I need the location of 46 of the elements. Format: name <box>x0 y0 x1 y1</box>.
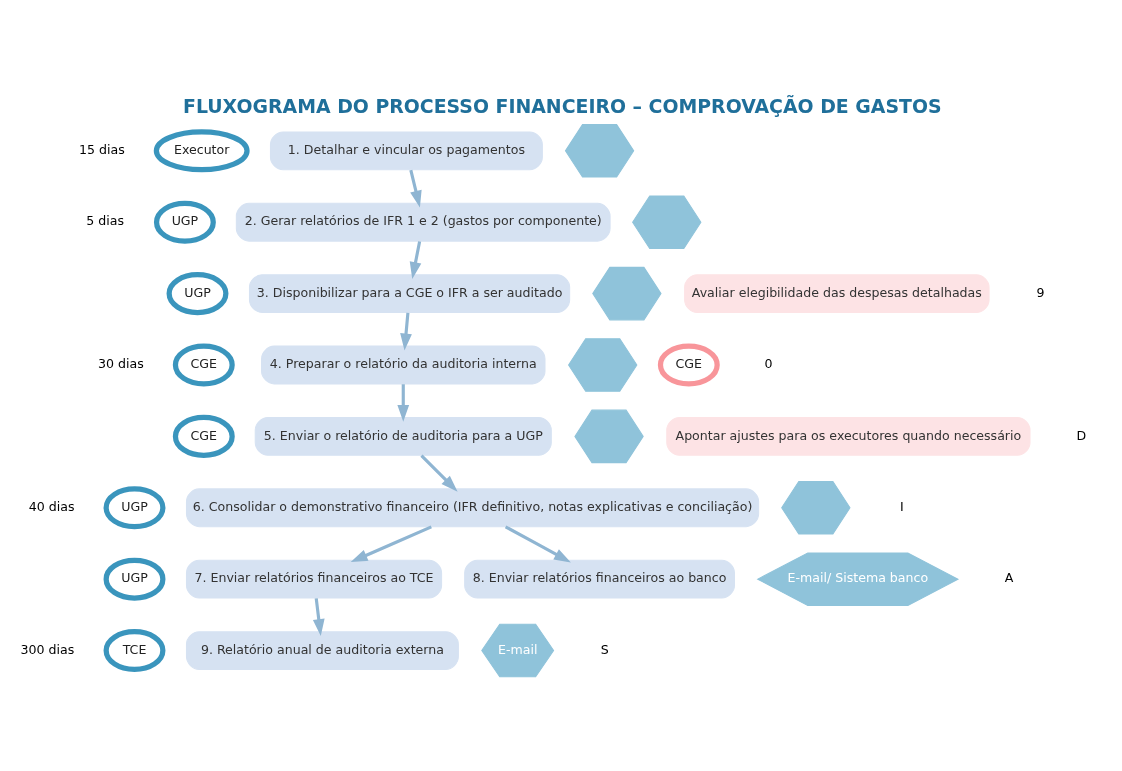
node-box: 4. Preparar o relatório da auditoria interna <box>261 345 546 384</box>
node-hexagon <box>781 480 851 535</box>
node-box: 1. Detalhar e vincular os pagamentos <box>269 130 543 170</box>
node-ellipse: UGP <box>103 557 166 601</box>
node-ellipse: Executor <box>153 128 250 172</box>
arrow <box>397 383 410 422</box>
label: 9 <box>1036 284 1045 300</box>
node-ellipse: CGE <box>172 414 235 458</box>
node-box: Apontar ajustes para os executores quando necessário <box>666 416 1031 456</box>
arrow <box>420 454 458 492</box>
label: 40 dias <box>28 498 75 514</box>
label: 30 dias <box>97 355 144 371</box>
node-box: 2. Gerar relatórios de IFR 1 e 2 (gastos por componente) <box>235 202 611 242</box>
label: S <box>600 641 609 657</box>
node-hexagon <box>568 337 638 392</box>
node-ellipse: UGP <box>103 485 166 529</box>
arrow <box>409 240 422 279</box>
label: 0 <box>764 355 773 371</box>
node-box: 8. Enviar relatórios financeiros ao banco <box>464 559 735 599</box>
node-ellipse: CGE <box>657 343 720 387</box>
arrow <box>350 524 432 562</box>
node-ellipse: TCE <box>103 628 166 672</box>
node-ellipse: UGP <box>153 200 216 244</box>
node-hexagon <box>564 123 635 178</box>
node-hexagon <box>574 409 644 463</box>
label: A <box>1004 569 1014 585</box>
arrow <box>400 312 412 350</box>
label: 5 dias <box>86 212 124 228</box>
label: 15 dias <box>79 141 125 157</box>
node-hexagon <box>632 194 702 249</box>
node-box: Avaliar elegibilidade das despesas detalhadas <box>684 273 990 313</box>
node-ellipse: UGP <box>166 271 229 315</box>
arrow <box>504 524 571 562</box>
node-hexagon <box>592 266 662 320</box>
node-box: 3. Disponibilizar para a CGE o IFR a ser auditado <box>248 273 571 313</box>
diagram-title: FLUXOGRAMA DO PROCESSO FINANCEIRO – COMPROVAÇÃO DE GASTOS <box>183 94 942 117</box>
node-ellipse: CGE <box>172 343 235 387</box>
node-box: 9. Relatório anual de auditoria externa <box>185 630 459 670</box>
label: D <box>1076 427 1087 443</box>
node-box: 7. Enviar relatórios financeiros ao TCE <box>185 559 443 599</box>
node-box: 5. Enviar o relatório de auditoria para a UGP <box>254 416 552 456</box>
arrow <box>409 169 422 207</box>
label: I <box>900 498 904 514</box>
label: 300 dias <box>20 641 75 657</box>
arrow <box>312 597 325 636</box>
node-box: 6. Consolidar o demonstrativo financeiro (IFR definitivo, notas explicativas e conciliação) <box>185 487 760 527</box>
